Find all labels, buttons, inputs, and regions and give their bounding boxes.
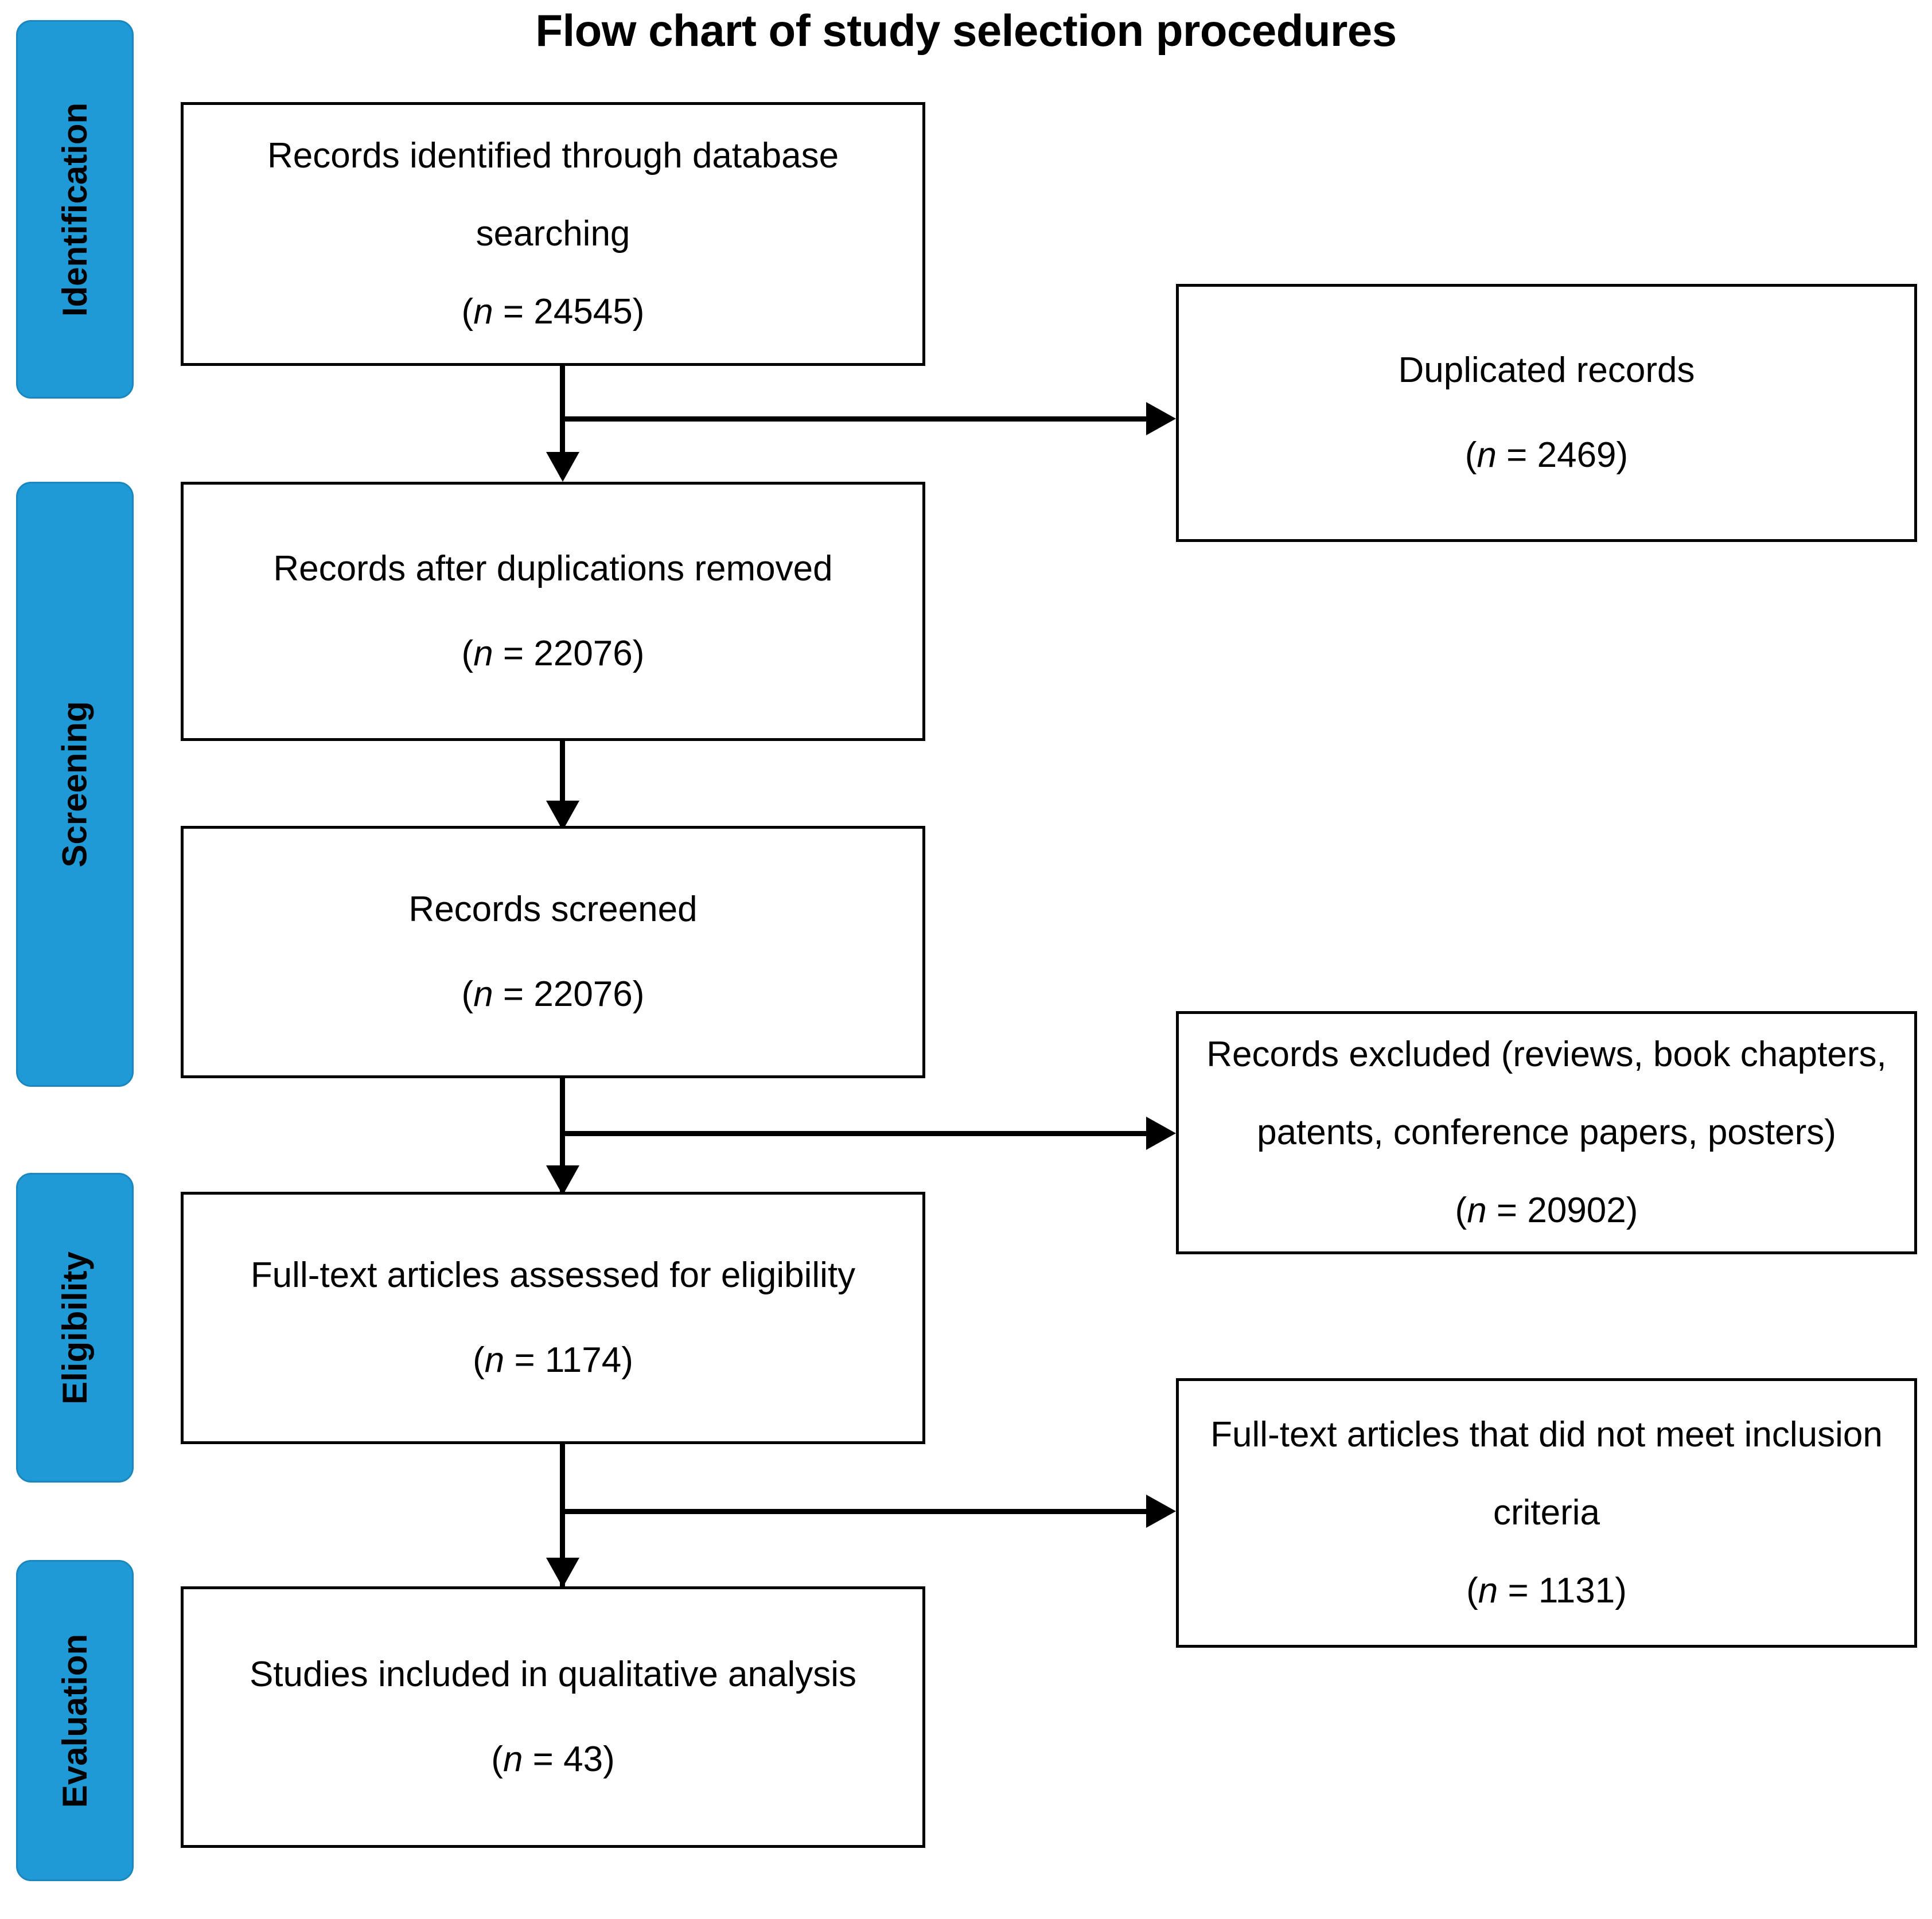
box-records-excluded-count: (n = 20902)	[1455, 1191, 1638, 1230]
box-records-excluded-line1: Records excluded (reviews, book chapters…	[1206, 1035, 1887, 1074]
box-studies-included-count: (n = 43)	[491, 1739, 615, 1779]
box-studies-included-line1: Studies included in qualitative analysis	[249, 1655, 857, 1694]
box-records-screened-count: (n = 22076)	[461, 974, 645, 1014]
arrowhead-dedup-to-screened	[546, 801, 579, 830]
box-records-excluded: Records excluded (reviews, book chapters…	[1176, 1011, 1917, 1254]
connector-screened-to-excluded-horizontal	[562, 1131, 1148, 1136]
box-fulltext-assessed-line1: Full-text articles assessed for eligibil…	[250, 1255, 856, 1295]
box-fulltext-not-meeting-criteria-line2: criteria	[1493, 1493, 1600, 1532]
stage-bar-identification: Identification	[16, 20, 134, 399]
box-studies-included: Studies included in qualitative analysis…	[181, 1586, 925, 1848]
box-records-identified-line1: Records identified through database	[267, 136, 839, 175]
box-fulltext-not-meeting-criteria-line1: Full-text articles that did not meet inc…	[1210, 1415, 1883, 1454]
box-records-identified: Records identified through database sear…	[181, 102, 925, 366]
box-fulltext-not-meeting-criteria-count: (n = 1131)	[1466, 1571, 1627, 1610]
box-fulltext-assessed-count: (n = 1174)	[473, 1340, 633, 1380]
box-records-after-dedup-count: (n = 22076)	[461, 634, 645, 673]
connector-fulltext-to-not-meet-horizontal	[562, 1509, 1148, 1514]
arrowhead-fulltext-to-not-meet	[1146, 1495, 1176, 1528]
box-fulltext-not-meeting-criteria: Full-text articles that did not meet inc…	[1176, 1378, 1917, 1648]
arrowhead-identified-to-dedup	[546, 452, 579, 482]
connector-dedup-to-screened-vertical	[560, 741, 565, 826]
arrowhead-screened-to-excluded	[1146, 1117, 1176, 1150]
connector-fulltext-to-included-vertical	[560, 1444, 565, 1586]
page-title: Flow chart of study selection procedures	[535, 5, 1397, 56]
stage-bar-evaluation: Evaluation	[16, 1560, 134, 1881]
arrowhead-identified-to-duplicates	[1146, 402, 1176, 435]
box-records-screened: Records screened (n = 22076)	[181, 826, 925, 1078]
stage-label-eligibility: Eligibility	[56, 1251, 95, 1405]
box-duplicated-records: Duplicated records (n = 2469)	[1176, 284, 1917, 542]
box-records-identified-line2: searching	[476, 214, 630, 253]
box-fulltext-assessed: Full-text articles assessed for eligibil…	[181, 1192, 925, 1444]
arrowhead-screened-to-fulltext	[546, 1165, 579, 1195]
stage-label-identification: Identification	[56, 102, 94, 317]
stage-bar-eligibility: Eligibility	[16, 1173, 134, 1483]
box-records-screened-line1: Records screened	[408, 890, 698, 929]
box-duplicated-records-line1: Duplicated records	[1398, 350, 1695, 390]
stage-label-evaluation: Evaluation	[56, 1633, 94, 1808]
connector-identified-to-duplicates-horizontal	[562, 416, 1148, 422]
box-records-identified-count: (n = 24545)	[461, 292, 645, 331]
box-records-excluded-line2: patents, conference papers, posters)	[1257, 1113, 1836, 1152]
stage-bar-screening: Screening	[16, 482, 134, 1087]
box-duplicated-records-count: (n = 2469)	[1464, 435, 1629, 475]
stage-label-screening: Screening	[56, 701, 95, 868]
box-records-after-dedup: Records after duplications removed (n = …	[181, 482, 925, 741]
arrowhead-fulltext-to-included	[546, 1558, 579, 1588]
box-records-after-dedup-line1: Records after duplications removed	[273, 549, 833, 588]
